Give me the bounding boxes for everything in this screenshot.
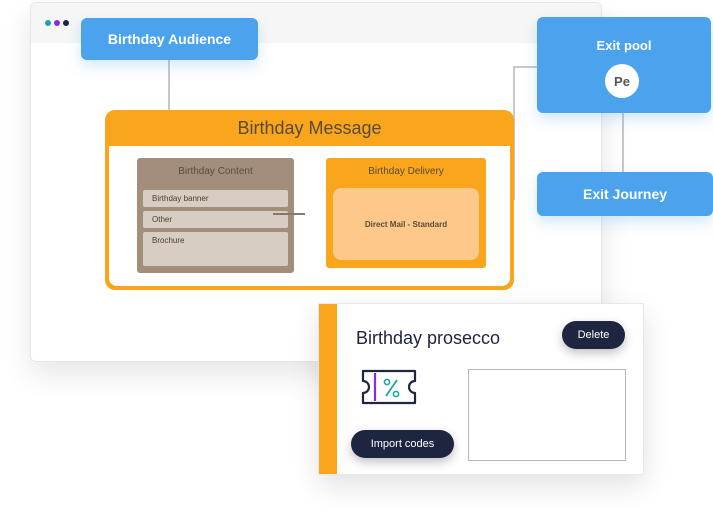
voucher-card-stripe	[319, 304, 337, 474]
voucher-percent-icon	[360, 368, 418, 408]
exit-pool-label: Exit pool	[596, 38, 652, 53]
connector-pool-journey	[622, 113, 624, 172]
delivery-method-box[interactable]: Direct Mail - Standard	[333, 188, 479, 260]
delivery-method-label: Direct Mail - Standard	[364, 219, 448, 229]
connector-content-delivery	[273, 213, 305, 215]
content-item-birthday-banner[interactable]: Birthday banner	[143, 190, 288, 207]
birthday-message-title: Birthday Message	[237, 117, 382, 138]
birthday-delivery-title: Birthday Delivery	[368, 166, 444, 177]
voucher-card-title: Birthday prosecco	[356, 328, 501, 348]
birthday-delivery-card[interactable]: Birthday Delivery Direct Mail - Standard	[326, 158, 486, 268]
codes-preview-box[interactable]	[468, 369, 626, 461]
content-item-brochure[interactable]: Brochure	[143, 232, 288, 266]
exit-journey-label: Exit Journey	[582, 186, 668, 202]
exit-pool-node[interactable]: Exit pool Pe	[537, 17, 711, 113]
import-codes-button[interactable]: Import codes	[351, 430, 454, 458]
window-dot-purple	[54, 20, 60, 26]
content-item-other[interactable]: Other	[143, 211, 288, 228]
connector-to-exit-pool	[513, 66, 537, 68]
window-dot-navy	[63, 20, 69, 26]
birthday-audience-label: Birthday Audience	[107, 31, 232, 47]
birthday-audience-node[interactable]: Birthday Audience	[81, 18, 258, 60]
delete-button[interactable]: Delete	[562, 321, 625, 349]
birthday-content-title: Birthday Content	[178, 166, 253, 177]
birthday-content-card[interactable]: Birthday Content Birthday banner Other B…	[137, 158, 294, 273]
voucher-card: Birthday prosecco Delete Import codes	[318, 303, 644, 475]
connector-vertical	[513, 66, 515, 200]
avatar: Pe	[605, 64, 639, 98]
connector-audience-message	[168, 58, 170, 110]
exit-journey-node[interactable]: Exit Journey	[537, 172, 713, 216]
window-dot-teal	[45, 20, 51, 26]
